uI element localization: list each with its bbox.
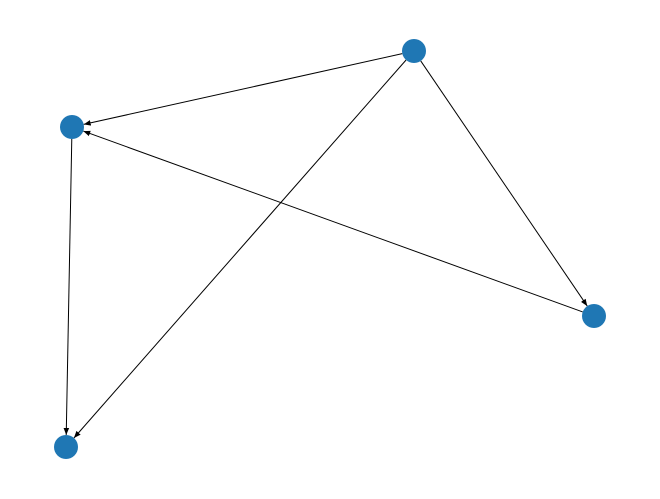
node-b — [60, 115, 84, 139]
edge-a-b — [83, 53, 403, 126]
edge-b-c — [63, 138, 73, 436]
node-d — [582, 304, 606, 328]
edge-a-c — [73, 59, 407, 439]
edges — [63, 53, 588, 439]
edge-d-b — [83, 130, 583, 313]
node-a — [402, 39, 426, 63]
edge-a-d — [420, 60, 588, 307]
nodes — [54, 39, 606, 459]
node-c — [54, 435, 78, 459]
